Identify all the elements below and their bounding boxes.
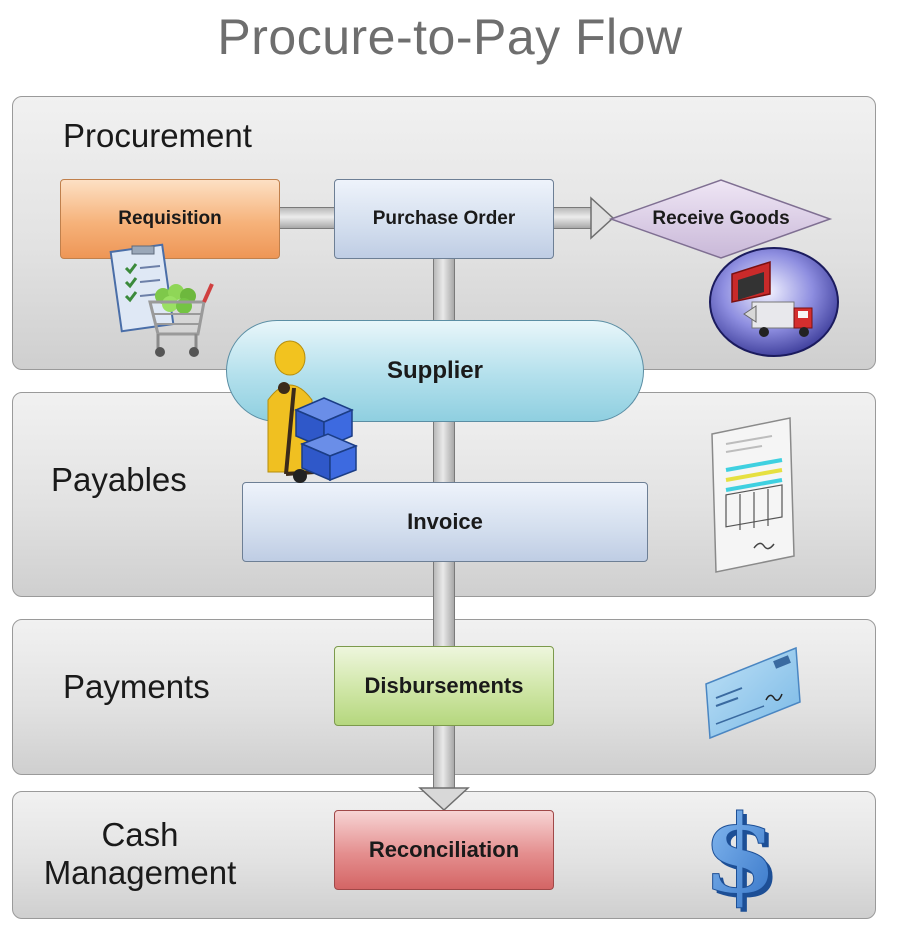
svg-text:$: $ (702, 792, 777, 918)
flow-arrowhead-down (418, 787, 470, 812)
disbursements-node[interactable]: Disbursements (334, 646, 554, 726)
lane-label-payments: Payments (63, 668, 210, 705)
check-payment-icon (705, 646, 801, 740)
receiving-truck-icon (709, 247, 839, 357)
lane-label-procurement: Procurement (63, 117, 252, 154)
receive-goods-diamond[interactable] (608, 179, 833, 259)
lane-label-cash: Cash (101, 816, 179, 853)
connector-requisition-to-po (279, 207, 335, 229)
supplier-person-hand-truck-icon (267, 340, 358, 483)
invoice-document-icon (711, 417, 795, 573)
requisition-node[interactable]: Requisition (60, 179, 280, 259)
dollar-sign-icon: $ $ (702, 792, 782, 923)
flow-arrowhead-right (590, 196, 615, 240)
requisition-clipboard-cart-icon (109, 243, 214, 357)
lane-label-payables: Payables (51, 461, 187, 498)
purchase-order-node[interactable]: Purchase Order (334, 179, 554, 259)
connector-po-to-receive (554, 207, 594, 229)
svg-text:$: $ (706, 796, 781, 922)
lane-label-cash-management: Cash Management (33, 816, 247, 892)
lane-label-management: Management (43, 853, 237, 891)
diagram-title: Procure-to-Pay Flow (217, 9, 683, 65)
invoice-node[interactable]: Invoice (242, 482, 648, 562)
reconciliation-node[interactable]: Reconciliation (334, 810, 554, 890)
receive-goods-label: Receive Goods (652, 208, 790, 229)
